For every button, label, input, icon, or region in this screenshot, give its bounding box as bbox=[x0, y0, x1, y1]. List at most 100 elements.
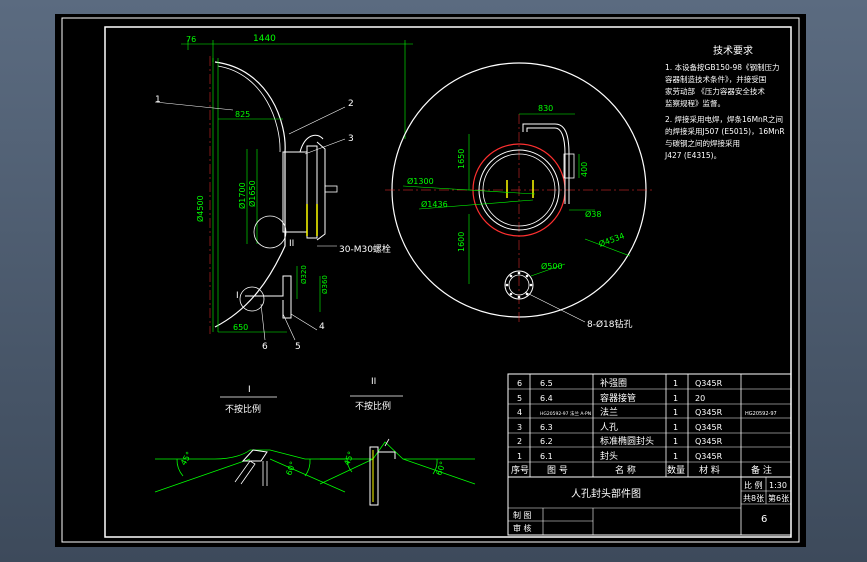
bom-h-code: 图 号 bbox=[547, 465, 568, 476]
scale-value: 1:30 bbox=[769, 481, 787, 490]
bom-h-mat: 材 料 bbox=[699, 464, 720, 476]
bom-table bbox=[507, 373, 792, 478]
bom-cell-name: 封头 bbox=[600, 450, 618, 462]
bom-h-note: 备 注 bbox=[751, 464, 772, 476]
title-block: 人孔封头部件图 比 例 1:30 共8张 第6张 制 图 审 核 6 bbox=[507, 476, 792, 536]
bom-cell-mat: Q345R bbox=[695, 437, 723, 446]
balloon-6: 6 bbox=[262, 342, 268, 352]
bom-cell-mat: Q345R bbox=[695, 452, 723, 461]
balloon-4: 4 bbox=[319, 322, 325, 332]
detail-i-callout bbox=[239, 286, 265, 312]
nozzle-flange-circle bbox=[504, 270, 534, 300]
tech-line-4: 监察规程》监督。 bbox=[665, 98, 725, 108]
bom-cell-note: HG20592-97 bbox=[745, 411, 777, 417]
dim-38: Ø38 bbox=[585, 209, 601, 219]
manway-cover bbox=[316, 141, 326, 241]
technical-requirements: 技术要求 1. 本设备按GB150-98《钢制压力 容器制造技术条件》，并接受国… bbox=[664, 44, 785, 160]
bom-cell-mat: Q345R bbox=[695, 423, 723, 432]
dim-4500: Ø4500 bbox=[195, 195, 205, 222]
bom-cell-no: 1 bbox=[517, 452, 522, 461]
detail-ii-callout bbox=[253, 215, 287, 249]
dim-1650-vertical: 1650 bbox=[457, 149, 466, 169]
bom-cell-name: 人孔 bbox=[600, 422, 618, 433]
detail-ii-view: II 不按比例 45° 60° bbox=[319, 377, 476, 506]
bom-cell-qty: 1 bbox=[673, 423, 678, 432]
sheet-outer-border bbox=[61, 17, 800, 543]
sheet-number: 第6张 bbox=[768, 493, 789, 503]
bom-cell-mat: Q345R bbox=[695, 379, 723, 388]
dim-825: 825 bbox=[235, 110, 250, 119]
balloon-I: I bbox=[236, 291, 239, 301]
manway-handle bbox=[299, 134, 324, 153]
detail-ii-scale: 不按比例 bbox=[355, 400, 391, 412]
bolt-holes bbox=[505, 271, 533, 299]
bom-cell-code: HG20592-97 法兰 A-PN bbox=[540, 410, 591, 417]
bolt-note: 30-M30螺栓 bbox=[339, 243, 391, 255]
bom-cell-mat: 20 bbox=[695, 394, 705, 403]
tech-line-6: 的焊接采用J507 (E5015)，16MnR bbox=[665, 126, 785, 136]
bom-cell-code: 6.2 bbox=[540, 437, 553, 446]
dim-1436: Ø1436 bbox=[421, 199, 448, 209]
detail-i-view: I 不按比例 45° 60° bbox=[154, 385, 346, 493]
balloon-2: 2 bbox=[348, 99, 354, 109]
bom-cell-qty: 1 bbox=[673, 394, 678, 403]
bom-cell-qty: 1 bbox=[673, 379, 678, 388]
head-inner-curve bbox=[217, 65, 281, 153]
detail-ii-title: II bbox=[371, 377, 376, 387]
balloon-5: 5 bbox=[295, 342, 301, 352]
bom-h-no: 序号 bbox=[511, 464, 529, 476]
tech-line-8: J427 (E4315)。 bbox=[664, 151, 721, 160]
bom-cell-no: 5 bbox=[517, 394, 522, 403]
head-plan-view: 830 1650 Ø1300 Ø1436 400 Ø38 1600 Ø4534 bbox=[385, 62, 655, 330]
bom-cell-qty: 1 bbox=[673, 452, 678, 461]
bom-cell-mat: Q345R bbox=[695, 408, 723, 417]
dim-500: Ø500 bbox=[541, 261, 563, 271]
angle-2: 60° bbox=[284, 460, 297, 476]
detail-i-title: I bbox=[248, 385, 251, 395]
bom-cell-no: 6 bbox=[517, 379, 522, 388]
bom-header: 序号 图 号 名 称 数量 材 料 备 注 bbox=[511, 464, 772, 476]
manway-neck bbox=[282, 151, 308, 233]
hole-note: 8-Ø18钻孔 bbox=[587, 318, 633, 330]
dim-1600: 1600 bbox=[457, 232, 466, 252]
manway-opening-inner bbox=[478, 149, 560, 231]
drawing-title: 人孔封头部件图 bbox=[571, 487, 641, 500]
bom-cell-name: 补强圈 bbox=[600, 377, 627, 389]
drawn-by-label: 制 图 bbox=[513, 510, 532, 520]
tech-line-7: 与碳钢之间的焊接采用 bbox=[665, 138, 740, 148]
drawing-number: 6 bbox=[761, 514, 767, 525]
bom-cell-no: 3 bbox=[517, 423, 522, 432]
tech-line-1: 1. 本设备按GB150-98《钢制压力 bbox=[665, 62, 780, 72]
bom-cell-name: 法兰 bbox=[600, 406, 618, 418]
scale-label: 比 例 bbox=[744, 480, 763, 490]
tech-line-2: 容器制造技术条件》，并接受国 bbox=[665, 74, 766, 84]
dim-1300: Ø1300 bbox=[407, 176, 434, 186]
bom-h-qty: 数量 bbox=[667, 464, 685, 476]
bom-cell-no: 4 bbox=[517, 408, 522, 417]
bom-cell-code: 6.4 bbox=[540, 394, 553, 403]
drawing-canvas[interactable]: 76 1440 825 Ø1700 Ø1650 Ø4500 bbox=[55, 14, 806, 547]
lower-nozzle bbox=[245, 275, 292, 319]
bom-cell-no: 2 bbox=[517, 437, 522, 446]
bom-cell-code: 6.3 bbox=[540, 423, 553, 432]
dim-360: Ø360 bbox=[321, 275, 329, 294]
bom-cell-qty: 1 bbox=[673, 408, 678, 417]
drawing-viewport[interactable]: 76 1440 825 Ø1700 Ø1650 Ø4500 bbox=[55, 14, 806, 547]
balloon-II: II bbox=[289, 239, 294, 249]
head-section-view: 76 1440 825 Ø1700 Ø1650 Ø4500 bbox=[154, 34, 413, 352]
balloon-3: 3 bbox=[348, 134, 354, 144]
tech-line-5: 2. 焊接采用电焊，焊条16MnR之间 bbox=[665, 114, 783, 124]
checked-by-label: 审 核 bbox=[513, 523, 532, 533]
angle-3: 45° bbox=[342, 450, 355, 466]
tech-title: 技术要求 bbox=[713, 44, 753, 57]
tech-line-3: 家劳动部 《压力容器安全技术 bbox=[665, 86, 765, 96]
bom-cell-code: 6.5 bbox=[540, 379, 553, 388]
detail-i-scale: 不按比例 bbox=[225, 403, 261, 415]
sheet-inner-border bbox=[104, 26, 792, 538]
dim-76: 76 bbox=[186, 35, 196, 44]
dim-1440: 1440 bbox=[253, 34, 276, 44]
dim-320: Ø320 bbox=[300, 265, 308, 284]
bom-cell-name: 容器接管 bbox=[600, 392, 636, 404]
